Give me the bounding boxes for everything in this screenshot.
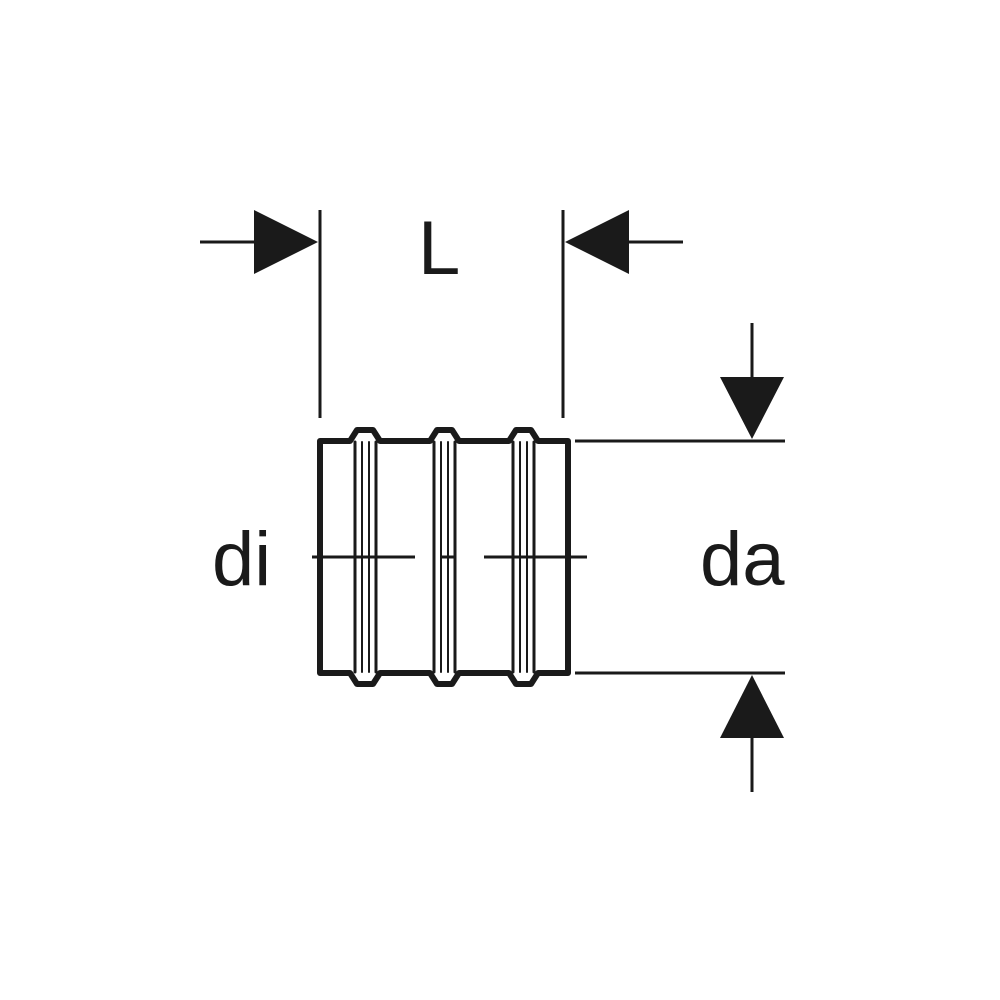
outer-diameter-label: da bbox=[700, 517, 785, 602]
dimension-arrowhead-right bbox=[565, 210, 629, 274]
dimension-arrowhead-top bbox=[720, 377, 784, 439]
inner-diameter-label: di bbox=[212, 517, 271, 602]
coupling-outline bbox=[317, 427, 571, 687]
dimension-arrowhead-bottom bbox=[720, 675, 784, 738]
length-dimension: L bbox=[200, 206, 683, 418]
outer-diameter-dimension: da bbox=[575, 323, 785, 792]
dimension-arrowhead-left bbox=[254, 210, 318, 274]
length-label: L bbox=[418, 206, 460, 291]
